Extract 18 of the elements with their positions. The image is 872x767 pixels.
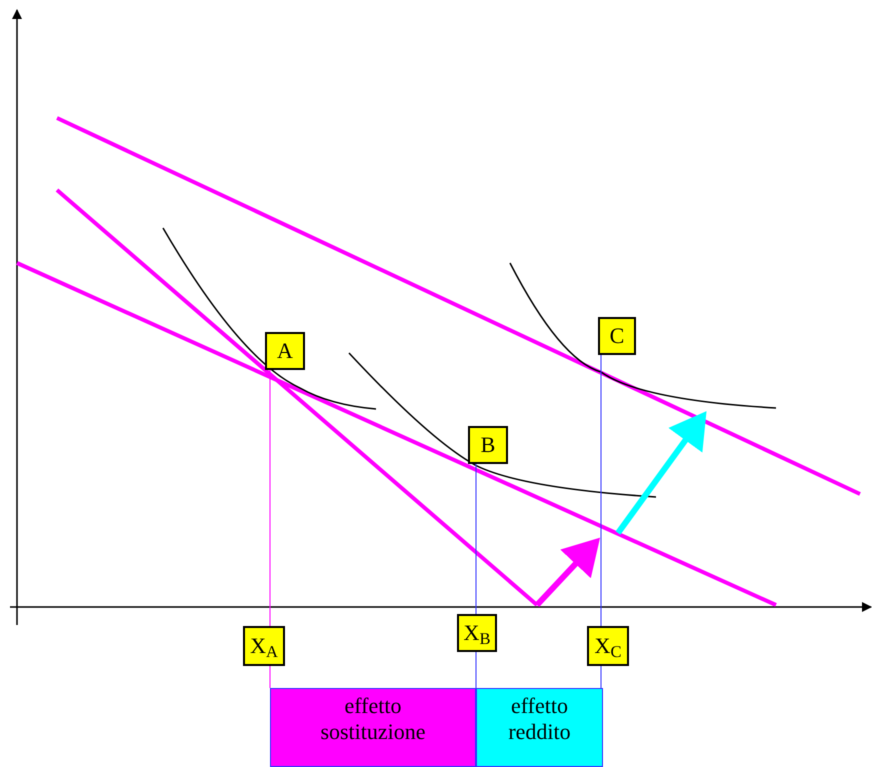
label-text: X$_{B}$: [464, 622, 490, 644]
effect-bar: [270, 688, 476, 767]
label-text: X$_{A}$: [250, 635, 278, 657]
label-text: C: [610, 325, 624, 347]
projection-line: [600, 666, 602, 688]
point-label: [598, 317, 636, 355]
point-label: [468, 426, 508, 464]
label-text: effetto reddito: [507, 693, 572, 745]
label-text: X$_{C}$: [594, 635, 622, 657]
label-text: effetto sostituzione: [319, 693, 427, 745]
projection-line: [600, 354, 602, 626]
point-label: [243, 626, 285, 666]
point-label: [587, 626, 629, 666]
effect-bar: [476, 688, 603, 767]
label-text: A: [277, 340, 293, 362]
point-label: [457, 614, 497, 652]
point-label: [265, 332, 305, 370]
label-text: B: [480, 434, 496, 456]
